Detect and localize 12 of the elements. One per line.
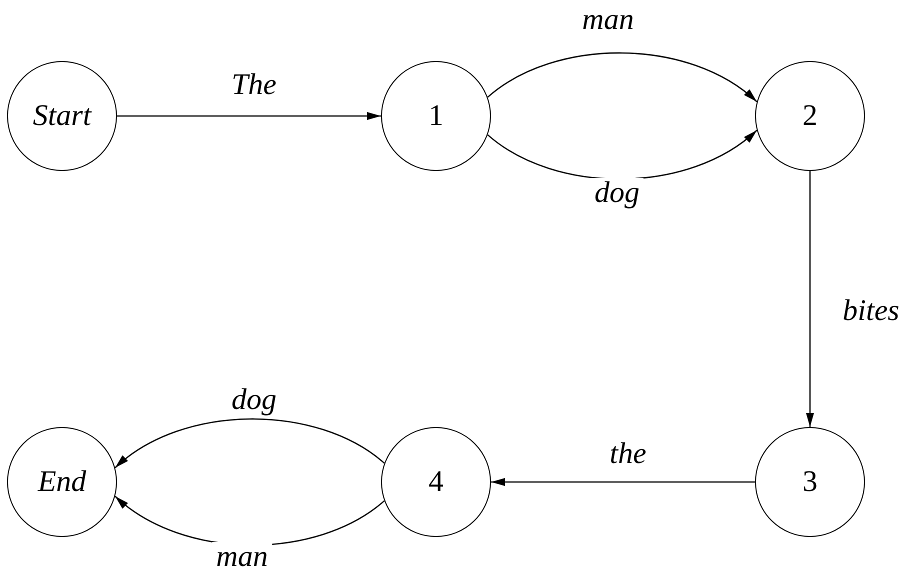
state-label: 1 — [428, 101, 444, 131]
arrow — [117, 112, 381, 120]
state-label: End — [38, 467, 86, 497]
arrow — [114, 418, 385, 468]
edge-label: dog — [590, 178, 644, 208]
state-label: 2 — [802, 101, 818, 131]
state-label: 3 — [802, 467, 818, 497]
state-label: Start — [32, 101, 92, 131]
arrow — [491, 478, 755, 486]
arrow — [487, 52, 758, 102]
arrow — [806, 171, 814, 427]
state-label: 4 — [428, 467, 444, 497]
